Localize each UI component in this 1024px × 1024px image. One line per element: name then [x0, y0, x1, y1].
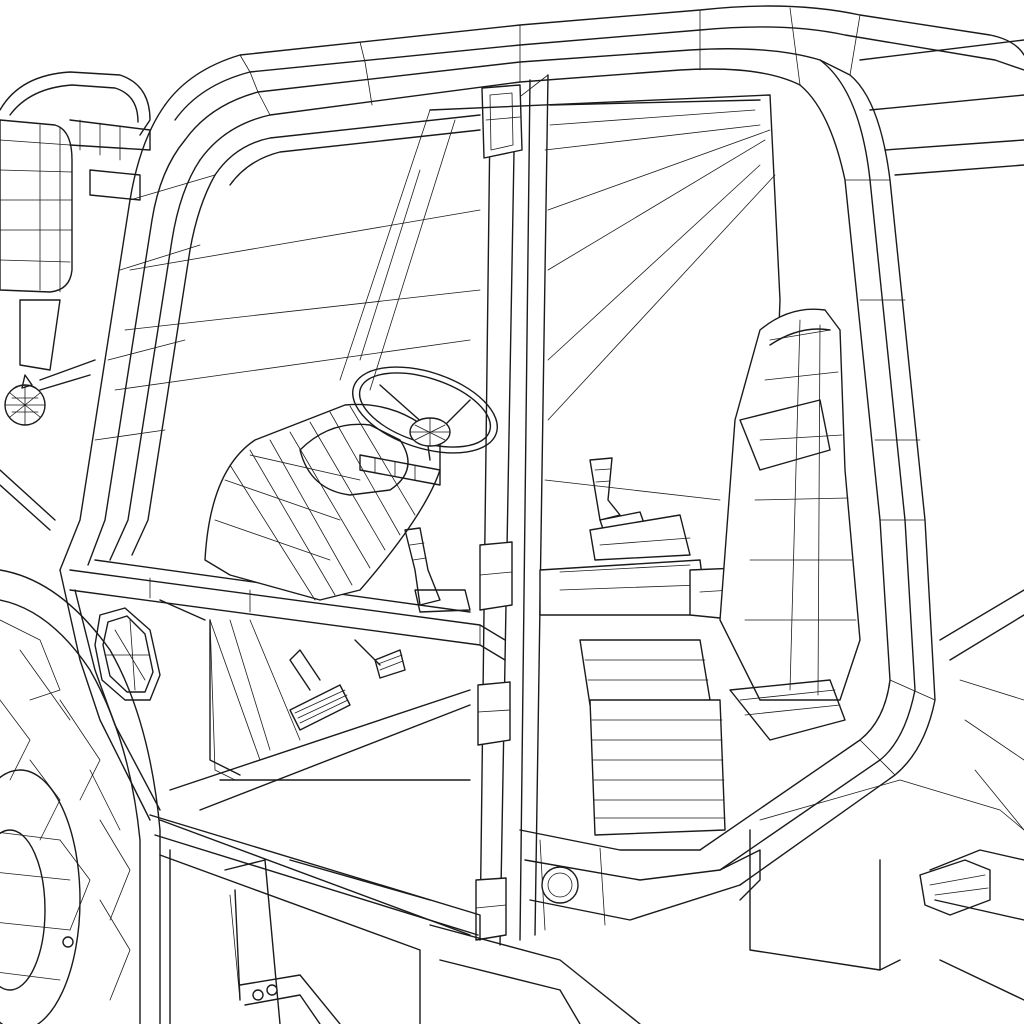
- rear-window-frame: [114, 94, 781, 561]
- roof-frame: [164, 5, 1024, 886]
- front-wheel: [0, 569, 161, 1024]
- door-lower-frame: [149, 814, 481, 1024]
- gear-lever-left: [404, 527, 471, 613]
- steering-wheel: [352, 366, 498, 486]
- accelerator-pedal: [354, 639, 406, 679]
- operator-seat: [719, 308, 861, 701]
- seat-base: [589, 679, 846, 836]
- round-vent: [94, 607, 161, 701]
- cab-right-side-panel: [749, 39, 1024, 1001]
- steering-column: [204, 403, 441, 601]
- cab-floor: [159, 619, 471, 936]
- right-control-console: [539, 457, 816, 706]
- door-pillar: [475, 74, 549, 946]
- rear-bracket: [919, 859, 991, 916]
- front-lower-panel: [59, 569, 206, 821]
- lower-right-cab-body: [429, 829, 761, 1024]
- left-mirror-assembly: [0, 71, 151, 531]
- brake-pedal: [289, 649, 351, 731]
- windshield-frame: [59, 104, 481, 571]
